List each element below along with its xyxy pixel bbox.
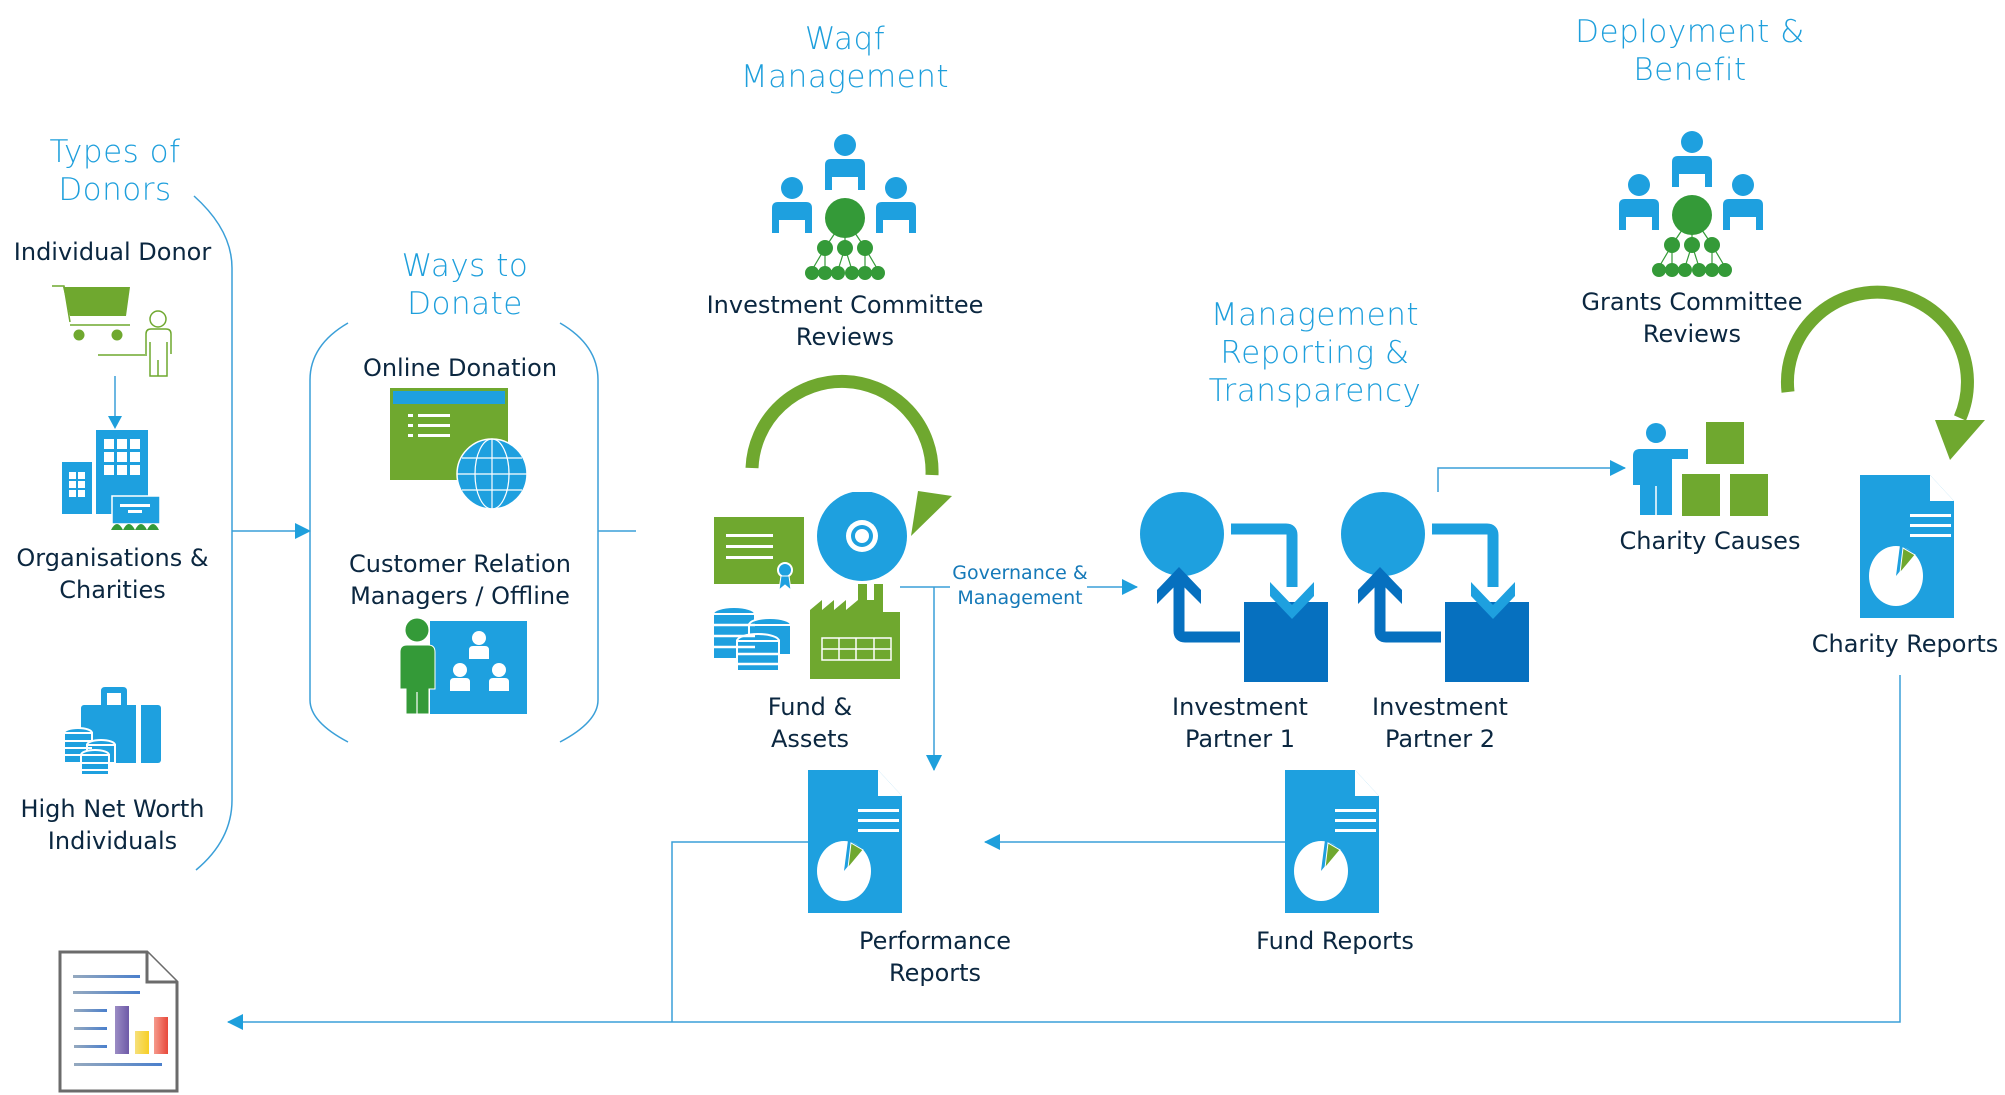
pie-chart-report-icon <box>1285 770 1379 913</box>
partner-to-causes-arrow <box>1437 460 1626 492</box>
committee-org-chart-icon <box>772 134 916 280</box>
presenter-audience-icon <box>399 617 527 715</box>
label-investment-partner-2: Investment Partner 2 <box>1372 693 1508 753</box>
label-fund-assets: Fund & Assets <box>767 693 853 753</box>
label-investment-partner-1: Investment Partner 1 <box>1172 693 1308 753</box>
label-governance-management: Governance & Management <box>952 562 1088 609</box>
label-online-donation: Online Donation <box>362 354 558 382</box>
process-cycle-icon <box>1140 492 1328 682</box>
label-investment-committee: Investment Committee Reviews <box>706 291 984 351</box>
label-individual-donor: Individual Donor <box>13 238 212 266</box>
web-page-globe-icon <box>390 388 528 510</box>
briefcase-coins-icon <box>63 687 161 776</box>
committee-org-chart-icon <box>1619 131 1763 277</box>
waqf-cycle-arrowhead <box>911 491 952 536</box>
label-high-net-worth: High Net Worth Individuals <box>20 795 205 855</box>
heading-deployment-benefit: Deployment & Benefit <box>1575 14 1805 88</box>
pie-chart-report-icon <box>808 770 902 913</box>
charity-to-final-arrow <box>227 675 1901 1030</box>
performance-to-bottom-line <box>671 841 808 1022</box>
shopping-cart-person-icon <box>52 285 172 377</box>
donors-bracket <box>193 195 233 871</box>
down-arrow-icon <box>108 376 122 429</box>
office-buildings-icon <box>62 430 161 530</box>
heading-management-reporting: Management Reporting & Transparency <box>1208 297 1422 409</box>
grants-cycle-arrow <box>1780 285 1974 421</box>
ways-bracket-left <box>309 322 349 743</box>
heading-ways-to-donate: Ways to Donate <box>401 248 529 322</box>
label-organisations-charities: Organisations & Charities <box>16 544 209 604</box>
bar-chart-document-icon <box>58 950 179 1093</box>
waqf-cycle-arrow <box>745 375 939 476</box>
label-customer-relation-managers: Customer Relation Managers / Offline <box>349 550 571 610</box>
label-charity-causes: Charity Causes <box>1619 527 1801 555</box>
label-charity-reports: Charity Reports <box>1811 630 1999 658</box>
grants-cycle-arrowhead <box>1935 420 1985 460</box>
process-cycle-icon <box>1341 492 1529 682</box>
heading-types-of-donors: Types of Donors <box>49 134 181 208</box>
label-fund-reports: Fund Reports <box>1256 927 1414 955</box>
label-grants-committee: Grants Committee Reviews <box>1581 288 1803 348</box>
person-boxes-icon <box>1633 422 1768 516</box>
heading-waqf-management: Waqf Management <box>740 21 950 95</box>
ways-bracket-right <box>559 322 599 743</box>
pie-chart-report-icon <box>1860 475 1954 618</box>
certificate-disc-coins-factory-icon <box>712 492 907 679</box>
label-performance-reports: Performance Reports <box>858 927 1012 987</box>
